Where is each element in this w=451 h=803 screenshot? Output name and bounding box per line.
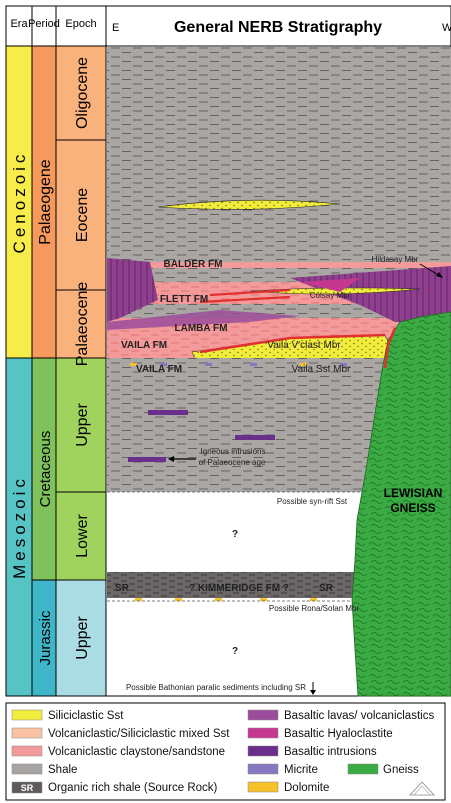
- legend-label-siliciclastic: Siliciclastic Sst: [48, 710, 124, 722]
- legend-label-dolomite: Dolomite: [284, 782, 329, 794]
- legend-label-gneiss: Gneiss: [383, 764, 419, 776]
- intrusion-1: [148, 410, 188, 415]
- intrusion-2: [235, 435, 275, 440]
- gneiss-label-line1: LEWISIAN: [384, 486, 443, 500]
- legend-label-basaltic-lavas: Basaltic lavas/ volcaniclastics: [284, 710, 434, 722]
- hildasay-mbr-label: Hildasay Mbr: [372, 255, 419, 264]
- colsay-mbr-label: Colsay Mbr: [310, 291, 351, 300]
- legend: Siliciclastic Sst Volcaniclastic/Silicic…: [6, 703, 445, 800]
- diagram-title: General NERB Stratigraphy: [174, 19, 382, 36]
- epoch-lower-cretaceous-label: Lower: [74, 514, 91, 558]
- legend-swatch-volcaniclastic: [12, 746, 42, 756]
- period-palaeogene-label: Palaeogene: [37, 159, 54, 245]
- era-header: Era: [10, 18, 28, 30]
- epoch-oligocene-label: Oligocene: [74, 57, 91, 129]
- era-column: Cenozoic Mesozoic: [6, 46, 32, 696]
- lamba-fm-label: LAMBA FM: [175, 323, 228, 334]
- period-cretaceous-label: Cretaceous: [37, 431, 54, 508]
- west-label: W: [442, 22, 451, 34]
- balder-fm-label: BALDER FM: [164, 259, 223, 270]
- lower-cretaceous-query: ?: [232, 529, 238, 540]
- flett-fm-label: FLETT FM: [160, 294, 208, 305]
- sr-right-label: SR: [319, 583, 334, 594]
- epoch-upper-jurassic-label: Upper: [74, 616, 91, 660]
- vaila-fm-upper-label: VAILA FM: [121, 340, 167, 351]
- igneous-note-line1: Igneous intrusions: [201, 447, 266, 456]
- era-mesozoic-label: Mesozoic: [10, 475, 29, 579]
- legend-label-hyaloclastite: Basaltic Hyaloclastite: [284, 728, 393, 740]
- shale-upper-cretaceous: [107, 358, 387, 492]
- legend-label-shale: Shale: [48, 764, 77, 776]
- legend-label-basaltic-intrusions: Basaltic intrusions: [284, 746, 377, 758]
- gneiss-label-line2: GNEISS: [390, 501, 435, 515]
- legend-label-source-rock: Organic rich shale (Source Rock): [48, 782, 218, 794]
- epoch-eocene-label: Eocene: [74, 188, 91, 242]
- era-cenozoic-label: Cenozoic: [10, 151, 29, 254]
- epoch-palaeocene-label: Palaeocene: [74, 282, 91, 367]
- legend-swatch-shale: [12, 764, 42, 774]
- sr-left-label: SR: [115, 583, 130, 594]
- igneous-note-line2: of Palaeocene age: [199, 458, 266, 467]
- legend-label-mixed-sst: Volcaniclastic/Siliciclastic mixed Sst: [48, 728, 230, 740]
- legend-label-volcaniclastic: Volcaniclastic claystone/sandstone: [48, 746, 225, 758]
- vaila-vclast-mbr-label: Vaila V'clast Mbr: [267, 340, 341, 351]
- jurassic-query: ?: [232, 646, 238, 657]
- legend-swatch-basaltic-lavas: [248, 710, 278, 720]
- period-header: Period: [28, 18, 60, 30]
- syn-rift-note: Possible syn-rift Sst: [277, 497, 348, 506]
- header-row: Era Period Epoch E General NERB Stratigr…: [6, 6, 451, 46]
- shale-oligocene-eocene: [107, 47, 451, 250]
- east-label: E: [112, 22, 119, 34]
- period-column: Palaeogene Cretaceous Jurassic: [32, 46, 56, 696]
- vaila-sst-mbr-label: Vaila Sst Mbr: [292, 364, 351, 375]
- legend-swatch-gneiss: [348, 764, 378, 774]
- legend-swatch-sr-text: SR: [21, 783, 34, 793]
- legend-swatch-dolomite: [248, 782, 278, 792]
- kimmeridge-fm-label: ? KIMMERIDGE FM ?: [189, 583, 289, 594]
- period-jurassic-label: Jurassic: [37, 610, 54, 666]
- rona-solan-note: Possible Rona/Solan Mbr: [269, 604, 360, 613]
- strat-panel: BALDER FM FLETT FM LAMBA FM VAILA FM VAI…: [106, 46, 451, 696]
- vaila-fm-lower-label: VAILA FM: [136, 364, 182, 375]
- legend-swatch-micrite: [248, 764, 278, 774]
- legend-swatch-basaltic-intrusions: [248, 746, 278, 756]
- epoch-header: Epoch: [65, 18, 96, 30]
- intrusion-3: [128, 457, 166, 462]
- epoch-column: Oligocene Eocene Palaeocene Upper Lower …: [56, 46, 106, 696]
- epoch-upper-cretaceous-label: Upper: [74, 403, 91, 447]
- legend-label-micrite: Micrite: [284, 764, 318, 776]
- bathonian-note: Possible Bathonian paralic sediments inc…: [126, 683, 306, 692]
- legend-swatch-hyaloclastite: [248, 728, 278, 738]
- legend-swatch-siliciclastic: [12, 710, 42, 720]
- legend-swatch-mixed-sst: [12, 728, 42, 738]
